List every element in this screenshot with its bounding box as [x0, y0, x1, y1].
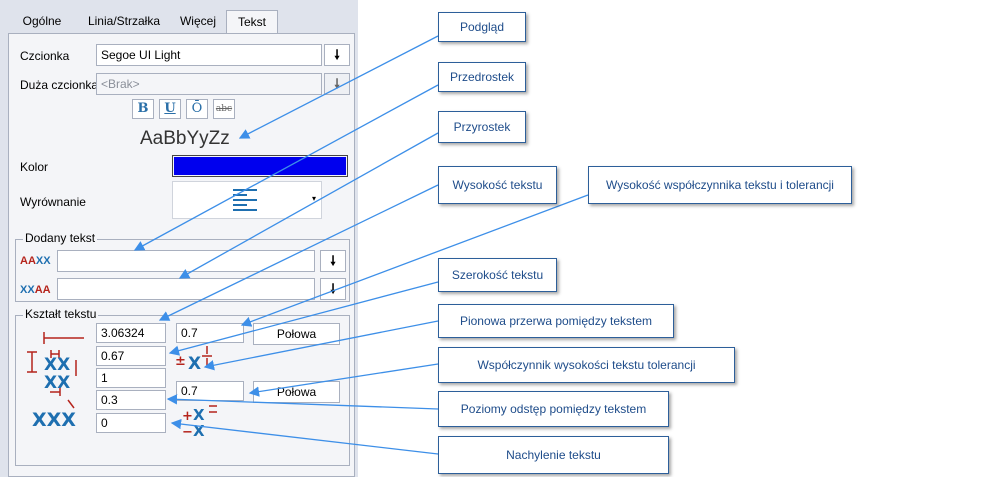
svg-text:XX: XX — [44, 355, 70, 375]
slant-input[interactable]: 0 — [96, 413, 166, 433]
callout-preview: Podgląd — [438, 12, 526, 42]
font-label: Czcionka — [20, 49, 70, 63]
svg-text:+: + — [182, 409, 193, 424]
callout-slant: Nachylenie tekstu — [438, 436, 669, 474]
svg-text:−: − — [182, 425, 193, 440]
svg-text:XXX: XXX — [32, 409, 76, 431]
half-button[interactable]: Połowa — [253, 323, 340, 345]
prefix-icon-aa: AA — [20, 255, 36, 267]
prefix-icon-xx: XX — [35, 255, 51, 267]
alignment-label: Wyrównanie — [20, 195, 86, 209]
vertical-gap-input[interactable]: 1 — [96, 368, 166, 388]
font-field[interactable]: Segoe UI Light — [96, 44, 322, 66]
prefix-dropdown-button[interactable]: 🠗 — [320, 250, 346, 272]
tolerance-height-input[interactable]: 0.7 — [176, 323, 244, 343]
horizontal-gap-input[interactable]: 0.3 — [96, 390, 166, 410]
callout-suffix: Przyrostek — [438, 111, 526, 143]
suffix-icon: XXAA — [20, 284, 51, 296]
tab-more[interactable]: Więcej — [179, 14, 216, 28]
callout-tolerance-height: Wysokość współczynnika tekstu i toleranc… — [588, 166, 852, 204]
callout-vertical-gap: Pionowa przerwa pomiędzy tekstem — [438, 304, 674, 338]
tolerance-ratio-input[interactable]: 0.7 — [176, 381, 244, 401]
text-shape-diagram-icon: XX XX XXX — [27, 332, 84, 431]
callout-horizontal-gap: Poziomy odstęp pomiędzy tekstem — [438, 391, 669, 427]
big-font-field[interactable]: <Brak> — [96, 73, 322, 95]
svg-text:X: X — [188, 354, 201, 374]
suffix-icon-xx: XX — [20, 284, 35, 296]
suffix-input[interactable] — [57, 278, 315, 300]
callout-text-height: Wysokość tekstu — [438, 166, 557, 204]
svg-text:X: X — [193, 422, 205, 440]
tab-text[interactable]: Tekst — [226, 10, 278, 34]
svg-text:XX: XX — [44, 373, 70, 393]
callout-tolerance-ratio: Współczynnik wysokości tekstu tolerancji — [438, 347, 735, 383]
callout-text-width: Szerokość tekstu — [438, 258, 557, 292]
callout-prefix: Przedrostek — [438, 62, 526, 92]
font-preview: AaBbYyZz — [140, 128, 230, 149]
overline-button[interactable]: Ō — [186, 99, 208, 119]
tab-line-arrow[interactable]: Linia/Strzałka — [87, 14, 161, 28]
prefix-icon: AAXX — [20, 255, 51, 267]
underline-button[interactable]: U — [159, 99, 181, 119]
alignment-selector[interactable] — [172, 181, 322, 219]
text-shape-title: Kształt tekstu — [23, 307, 99, 321]
big-font-label: Duża czcionka — [20, 78, 99, 92]
half-button-2[interactable]: Połowa — [253, 381, 340, 403]
color-label: Kolor — [20, 160, 49, 174]
bold-button[interactable]: B — [132, 99, 154, 119]
suffix-icon-aa: AA — [34, 284, 51, 296]
added-text-title: Dodany tekst — [23, 231, 98, 245]
svg-text:±: ± — [175, 354, 186, 369]
big-font-dropdown-button[interactable]: 🠗 — [324, 73, 350, 95]
align-center-icon — [233, 189, 257, 211]
text-width-input[interactable]: 0.67 — [96, 346, 166, 366]
text-height-input[interactable]: 3.06324 — [96, 323, 166, 343]
prefix-input[interactable] — [57, 250, 315, 272]
alignment-dropdown-arrow[interactable]: ▾ — [312, 194, 317, 203]
color-swatch-fill — [174, 157, 346, 175]
strikethrough-button[interactable]: abc — [213, 99, 235, 119]
font-dropdown-button[interactable]: 🠗 — [324, 44, 350, 66]
suffix-dropdown-button[interactable]: 🠗 — [320, 278, 346, 300]
color-swatch[interactable] — [172, 155, 348, 177]
svg-text:X: X — [193, 406, 205, 424]
tab-general[interactable]: Ogólne — [22, 14, 62, 28]
properties-panel: Ogólne Linia/Strzałka Więcej Tekst Czcio… — [0, 0, 358, 477]
tolerance-diagram-icon: ± X + X − X — [175, 346, 217, 440]
